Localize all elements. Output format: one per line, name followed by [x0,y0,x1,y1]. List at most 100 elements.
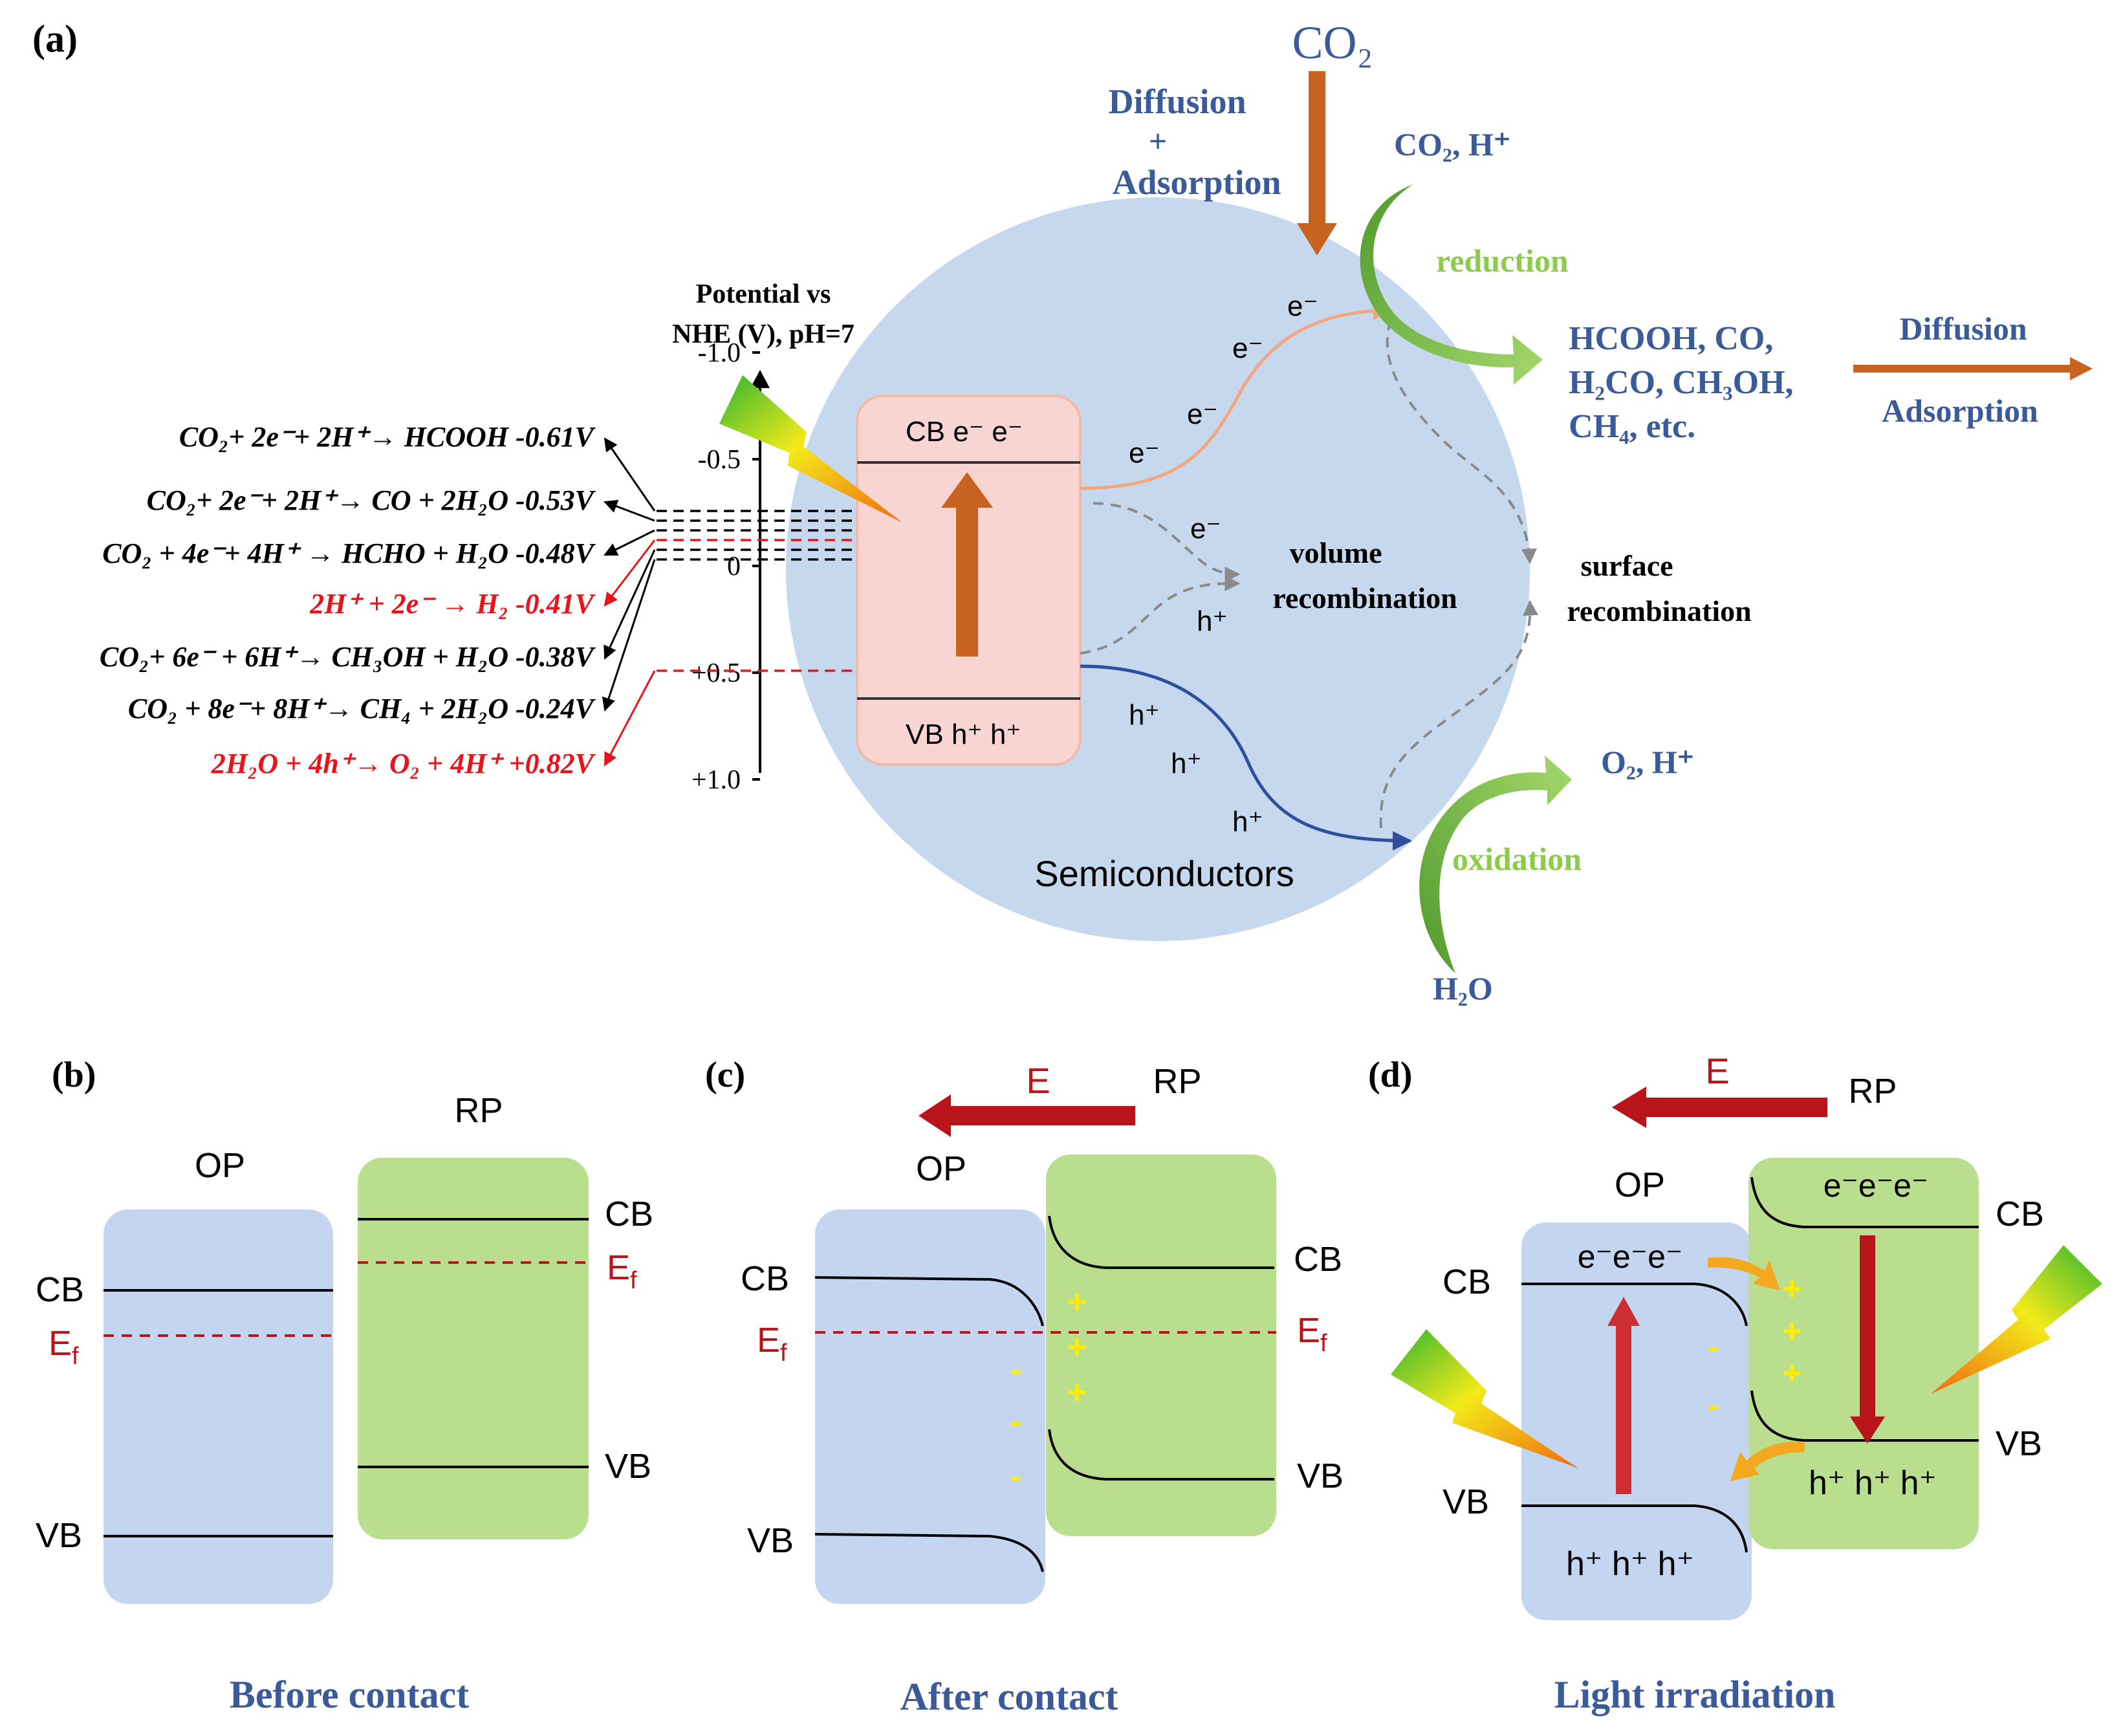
reaction-pointer-arrow [604,437,656,512]
rp-vb-band [1750,1390,1979,1442]
products-line-2: H₂CO, CH₃OH, [1569,364,1794,401]
op-cb-band [1521,1283,1748,1327]
rp-vb-label: VB [1297,1457,1344,1495]
rp-vb-band [1048,1429,1274,1481]
op-cb-label: CB [1442,1263,1491,1301]
co2-h-label: CO₂, H⁺ [1394,126,1510,162]
panel-c: (c) E RP OP CB Ef VB CB Ef VB + + + - - … [705,1055,1344,1718]
panel-a-label: (a) [32,17,78,60]
o2-h-label: O₂, H⁺ [1601,744,1694,780]
rp-cb-label: CB [605,1195,653,1233]
positive-charge: + [1782,1354,1802,1392]
light-bolt-icon [1931,1245,2102,1394]
hole-label: h⁺ [1129,699,1160,731]
products-line-3: CH₄, etc. [1569,408,1695,445]
diffusion-plus: + [1149,123,1168,159]
electron-path [1080,301,1393,490]
reaction-arrows [602,437,656,766]
axis-ticks: -1.0 -0.5 0 +0.5 +1.0 [691,338,760,795]
reaction-pointer-arrow [602,559,656,711]
op-cb-label: CB [741,1259,789,1298]
surface-recombination-label-2: recombination [1567,594,1751,627]
panel-b-label: (b) [52,1055,96,1095]
reaction-pointer-arrow [604,529,655,556]
h2o-label: H₂O [1433,970,1493,1006]
electron-label: e⁻ [1187,398,1218,430]
positive-charge: + [1067,1283,1087,1321]
reaction-equation: CO₂+ 2e⁻+ 2H⁺→ CO + 2H₂O -0.53V [147,484,596,516]
panel-b-caption: Before contact [230,1673,469,1716]
panel-a: (a) Potential vs NHE (V), pH=7 -1.0 -0.5 0… [32,17,2093,1006]
axis-tick-label: -0.5 [698,445,741,475]
diffusion-right-label: Diffusion [1899,310,2027,347]
panel-d-caption: Light irradiation [1554,1673,1835,1716]
oxidation-label: oxidation [1452,841,1582,877]
rp-label: RP [1153,1062,1201,1101]
rp-ef-label: Ef [1297,1311,1327,1357]
axis-tick-label: +1.0 [691,765,741,795]
electron-label: e⁻ [1129,437,1160,469]
op-label: OP [916,1149,966,1188]
op-ef-label: Ef [49,1324,79,1370]
axis-title-line1: Potential vs [696,279,831,309]
potential-axis: Potential vs NHE (V), pH=7 -1.0 -0.5 0 +0.5… [672,279,855,795]
axis-tick-label: 0 [727,552,741,581]
op-excitation-arrow [1607,1297,1640,1494]
hole-path [1080,664,1412,851]
volume-recombination-label-2: recombination [1272,581,1457,614]
rp-cb-label: CB [1996,1195,2044,1233]
electric-field-label: E [1026,1060,1050,1101]
oxidation-arc-arrow [1419,755,1572,973]
op-cb-band [814,1276,1044,1327]
axis-title-line2: NHE (V), pH=7 [672,320,855,349]
rp-vb-label: VB [1996,1424,2042,1463]
reaction-pointer-arrow [604,670,656,766]
positive-charge: + [1067,1374,1087,1411]
electron-label: e⁻ [1287,290,1318,322]
op-vb-band [1521,1504,1748,1553]
adsorption-label: Adsorption [1112,163,1281,202]
reaction-pointer-arrow [604,549,656,660]
reaction-pointer-arrow [604,499,655,522]
rp-cb-band [1048,1215,1274,1269]
op-box [103,1210,333,1604]
negative-charge: - [1010,1403,1021,1440]
op-label: OP [195,1146,245,1185]
reduction-label: reduction [1436,243,1569,279]
rp-electrons-label: e⁻e⁻e⁻ [1824,1167,1929,1204]
rp-ef-label: Ef [607,1248,637,1294]
reaction-equation: 2H⁺ + 2e⁻ → H₂ -0.41V [309,588,596,620]
electric-field-label: E [1705,1050,1729,1091]
panel-b: (b) OP RP CB Ef VB CB Ef VB Before conta… [36,1055,653,1716]
reaction-equation: CO₂ + 8e⁻+ 8H⁺→ CH₄ + 2H₂O -0.24V [128,693,596,724]
rp-label: RP [454,1091,503,1130]
positive-charge: + [1782,1312,1802,1350]
op-vb-label: VB [36,1516,82,1555]
light-bolt-icon [1391,1329,1578,1468]
hole-label: h⁺ [1171,748,1202,779]
rp-box [358,1158,589,1539]
axis-tick-label: -1.0 [698,338,741,368]
rp-excitation-arrow [1850,1235,1885,1444]
surface-recombination-label-1: surface [1580,549,1673,582]
reduction-arc-arrow [1360,184,1543,385]
diffusion-label: Diffusion [1108,82,1246,121]
rp-box [1046,1155,1276,1536]
reaction-equation: CO₂ + 4e⁻+ 4H⁺ → HCHO + H₂O -0.48V [102,537,596,569]
op-holes-label: h⁺ h⁺ h⁺ [1566,1545,1694,1583]
negative-charge: - [1010,1458,1021,1495]
op-vb-band [814,1533,1044,1572]
electron-label: e⁻ [1190,513,1221,545]
desorption-arrow [1853,357,2093,380]
reaction-pointer-arrow [604,539,656,607]
op-box [815,1210,1045,1604]
volume-recombination-label-1: volume [1289,536,1382,569]
op-vb-label: VB [747,1521,794,1560]
reaction-equation: CO₂+ 6e⁻ + 6H⁺→ CH₃OH + H₂O -0.38V [100,641,596,673]
electron-label: e⁻ [1232,332,1263,364]
axis-tick-label: +0.5 [691,658,741,688]
op-label: OP [1615,1166,1665,1204]
op-cb-label: CB [36,1270,84,1309]
hole-label: h⁺ [1232,806,1263,838]
